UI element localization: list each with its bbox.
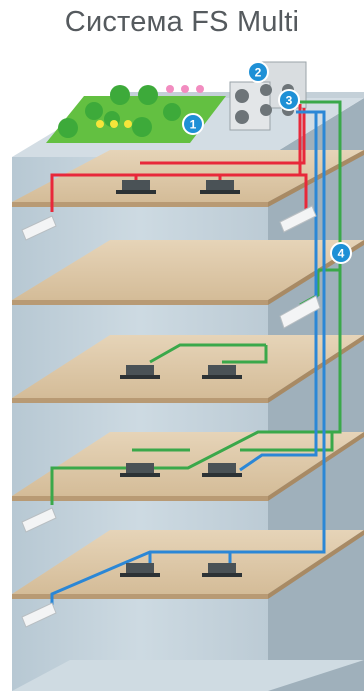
pipe-blue — [50, 110, 326, 610]
diagram-title: Система FS Multi — [64, 6, 300, 38]
badge-3-label: 3 — [286, 94, 293, 108]
flowers — [96, 85, 204, 128]
badge-1-label: 1 — [190, 118, 197, 132]
pipe-red — [50, 104, 308, 212]
pipe-green — [50, 100, 342, 505]
floor-slabs — [12, 150, 364, 691]
wall-unit-icon — [21, 205, 321, 628]
badge-4-label: 4 — [338, 247, 345, 261]
badge-2-label: 2 — [255, 66, 262, 80]
cassette-unit-icon — [116, 180, 242, 577]
trees — [58, 85, 181, 138]
badge-3: 3 — [278, 89, 300, 111]
badge-2: 2 — [247, 61, 269, 83]
badge-1: 1 — [182, 113, 204, 135]
badge-4: 4 — [330, 242, 352, 264]
outdoor-unit-icon — [229, 61, 307, 131]
